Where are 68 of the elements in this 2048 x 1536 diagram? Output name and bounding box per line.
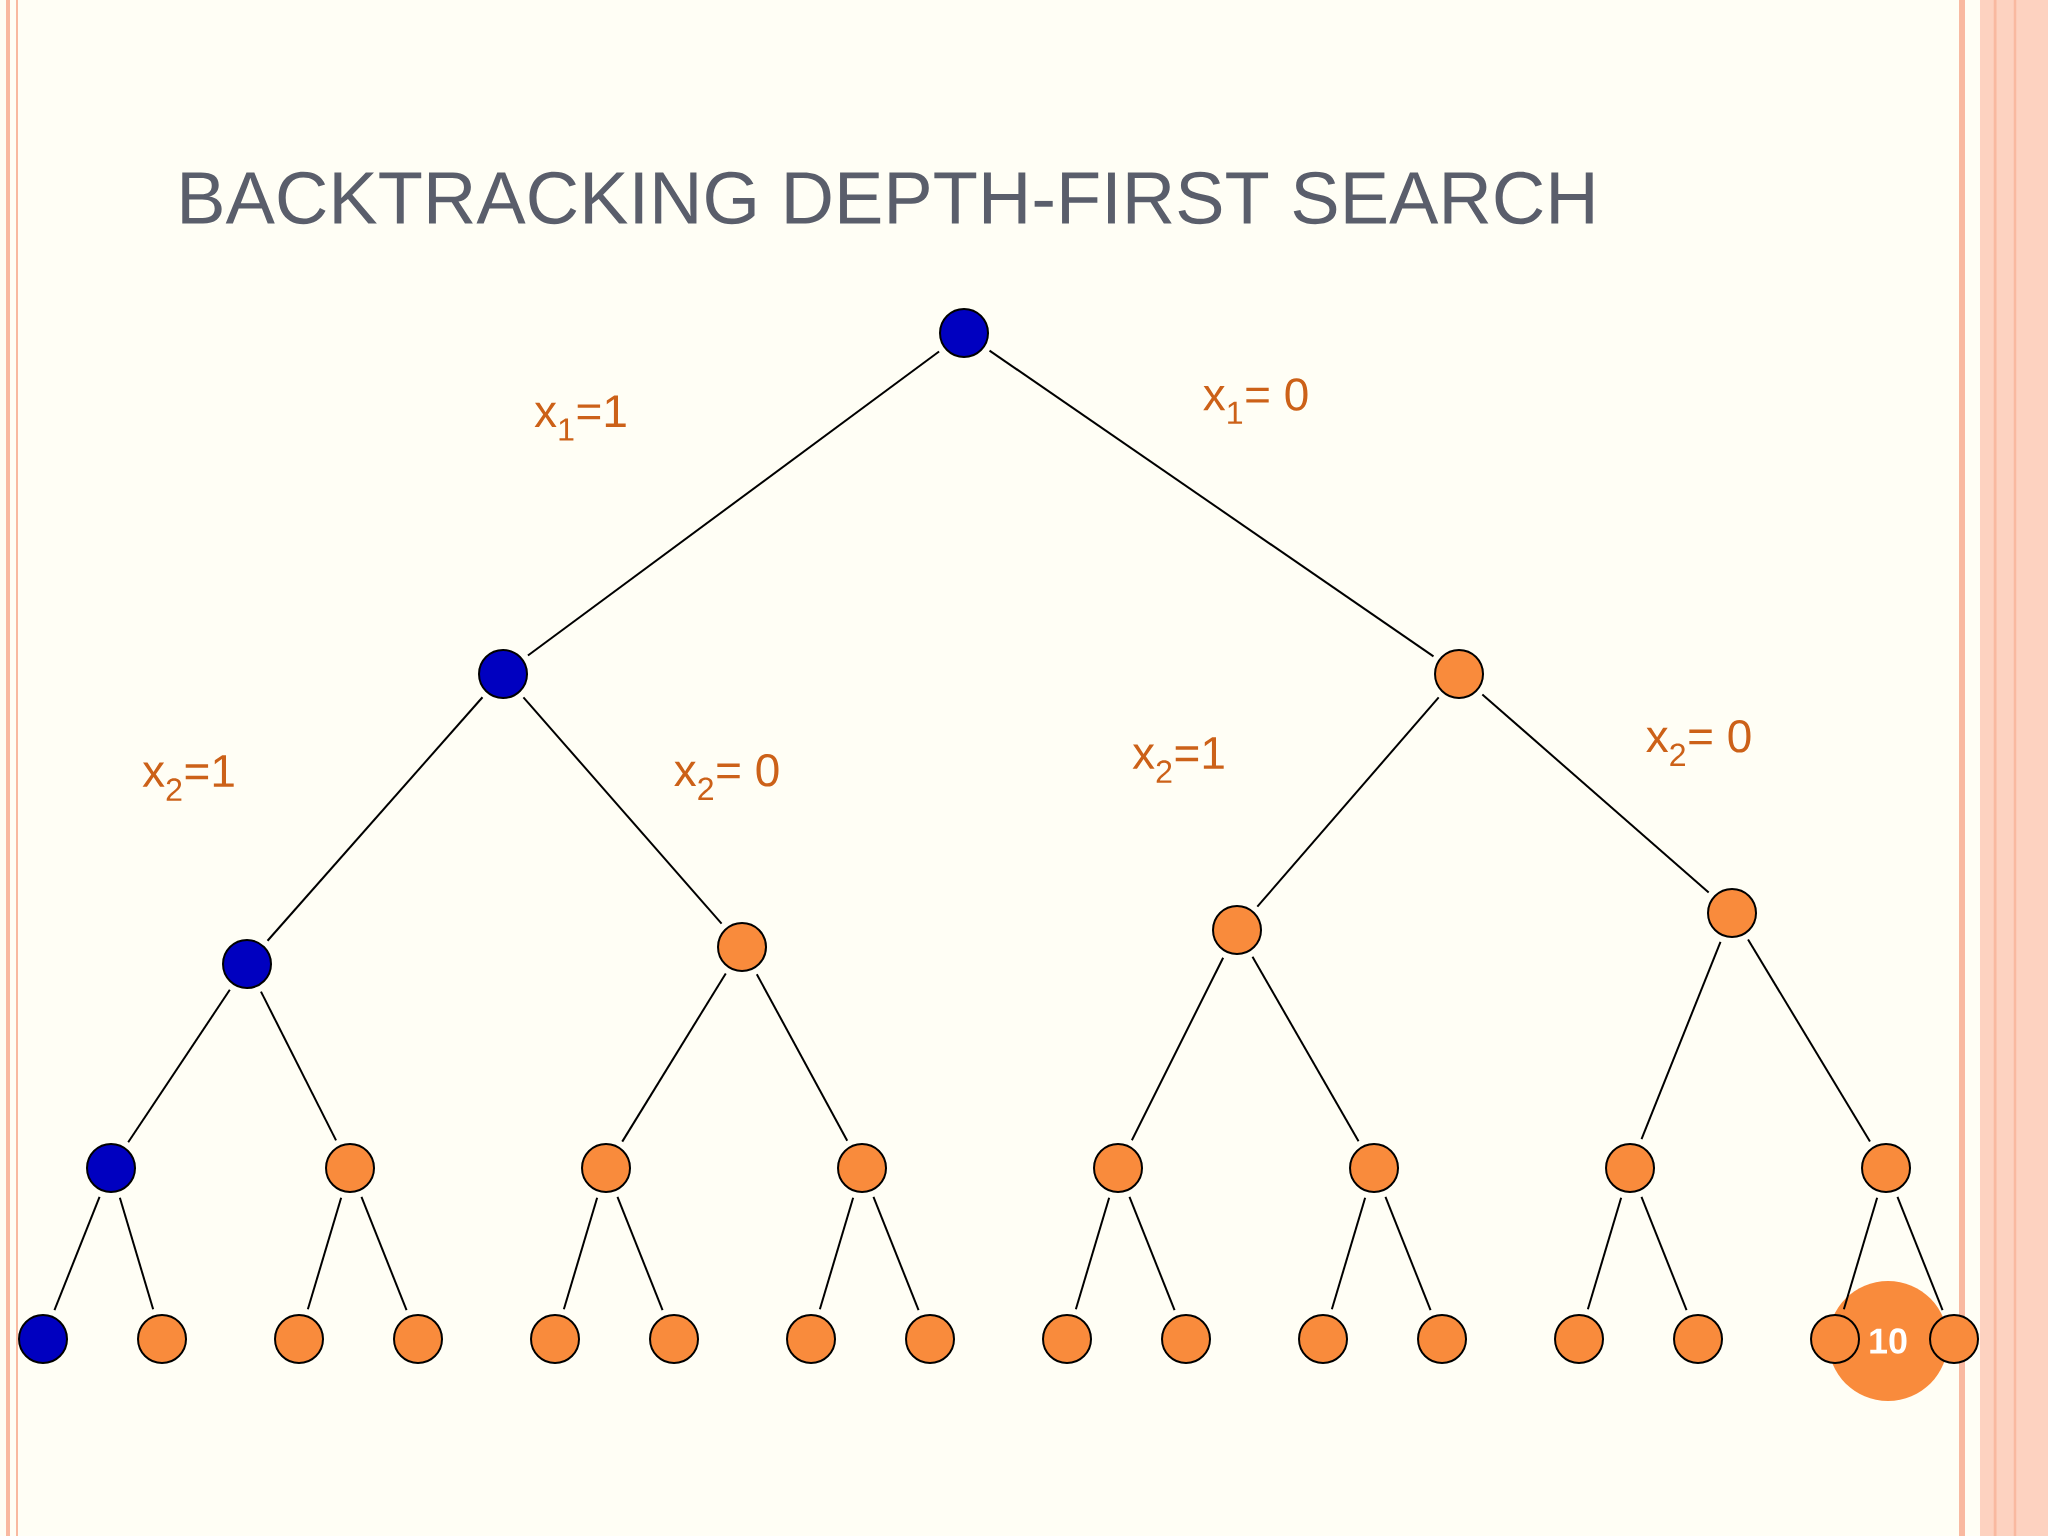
tree-node <box>1673 1314 1723 1364</box>
tree-edge <box>1330 1196 1367 1311</box>
tree-edge <box>1074 1196 1111 1311</box>
tree-edge <box>1586 1196 1623 1311</box>
tree-edge <box>118 1196 155 1311</box>
tree-node <box>1212 905 1262 955</box>
tree-node <box>786 1314 836 1364</box>
tree-edge <box>526 350 941 657</box>
tree-node <box>1042 1314 1092 1364</box>
tree-node <box>1605 1143 1655 1193</box>
tree-edge <box>306 1196 343 1311</box>
tree-edge <box>1481 693 1710 894</box>
tree-node <box>905 1314 955 1364</box>
tree-node <box>1093 1143 1143 1193</box>
edge-label: x$_{2}$= 0 <box>1646 720 1751 766</box>
tree-node <box>530 1314 580 1364</box>
tree-node <box>581 1143 631 1193</box>
tree-edge <box>1251 955 1360 1143</box>
tree-edge <box>755 973 849 1142</box>
tree-node <box>1707 888 1757 938</box>
tree-node <box>1434 649 1484 699</box>
tree-edge <box>522 696 723 925</box>
tree-edge <box>1747 938 1871 1143</box>
tree-edge <box>621 972 727 1143</box>
tree-node <box>478 649 528 699</box>
tree-node <box>1349 1143 1399 1193</box>
tree-edge <box>360 1195 408 1312</box>
tree-edge <box>1640 940 1722 1141</box>
tree-node <box>274 1314 324 1364</box>
edge-label: x$_{2}$=1 <box>1132 737 1224 783</box>
tree-edge <box>1256 696 1440 908</box>
tree-node <box>1810 1314 1860 1364</box>
tree-node <box>649 1314 699 1364</box>
tree-edge <box>988 349 1435 658</box>
tree-edge <box>53 1195 101 1312</box>
tree-edge <box>260 990 338 1142</box>
tree-edge <box>562 1196 599 1311</box>
tree-edge <box>1384 1195 1432 1312</box>
tree-node <box>939 308 989 358</box>
edge-label: x$_{1}$= 0 <box>1203 378 1308 424</box>
tree-edge <box>1842 1196 1879 1311</box>
tree-node <box>137 1314 187 1364</box>
tree-edge <box>266 696 484 942</box>
tree-edge <box>616 1195 664 1312</box>
tree-node <box>1298 1314 1348 1364</box>
edge-label: x$_{2}$=1 <box>142 755 234 801</box>
tree-node <box>837 1143 887 1193</box>
tree-edge <box>1130 956 1225 1142</box>
tree-edge <box>818 1196 855 1311</box>
edge-label: x$_{1}$=1 <box>534 395 626 441</box>
tree-node <box>18 1314 68 1364</box>
tree-node <box>1861 1143 1911 1193</box>
title: BACKTRACKING DEPTH-FIRST SEARCH <box>182 171 1593 225</box>
tree-edge <box>1896 1195 1944 1312</box>
tree-node <box>1929 1314 1979 1364</box>
edge-label: x$_{2}$= 0 <box>674 754 779 800</box>
tree-node <box>393 1314 443 1364</box>
tree-node <box>86 1143 136 1193</box>
tree-node <box>222 939 272 989</box>
tree-node <box>1417 1314 1467 1364</box>
tree-node <box>717 922 767 972</box>
tree-node <box>325 1143 375 1193</box>
tree-node <box>1554 1314 1604 1364</box>
tree-edge <box>1640 1195 1688 1312</box>
tree-edge <box>872 1195 920 1312</box>
tree-node <box>1161 1314 1211 1364</box>
tree-edge <box>1128 1195 1176 1312</box>
tree-edge <box>127 988 231 1144</box>
